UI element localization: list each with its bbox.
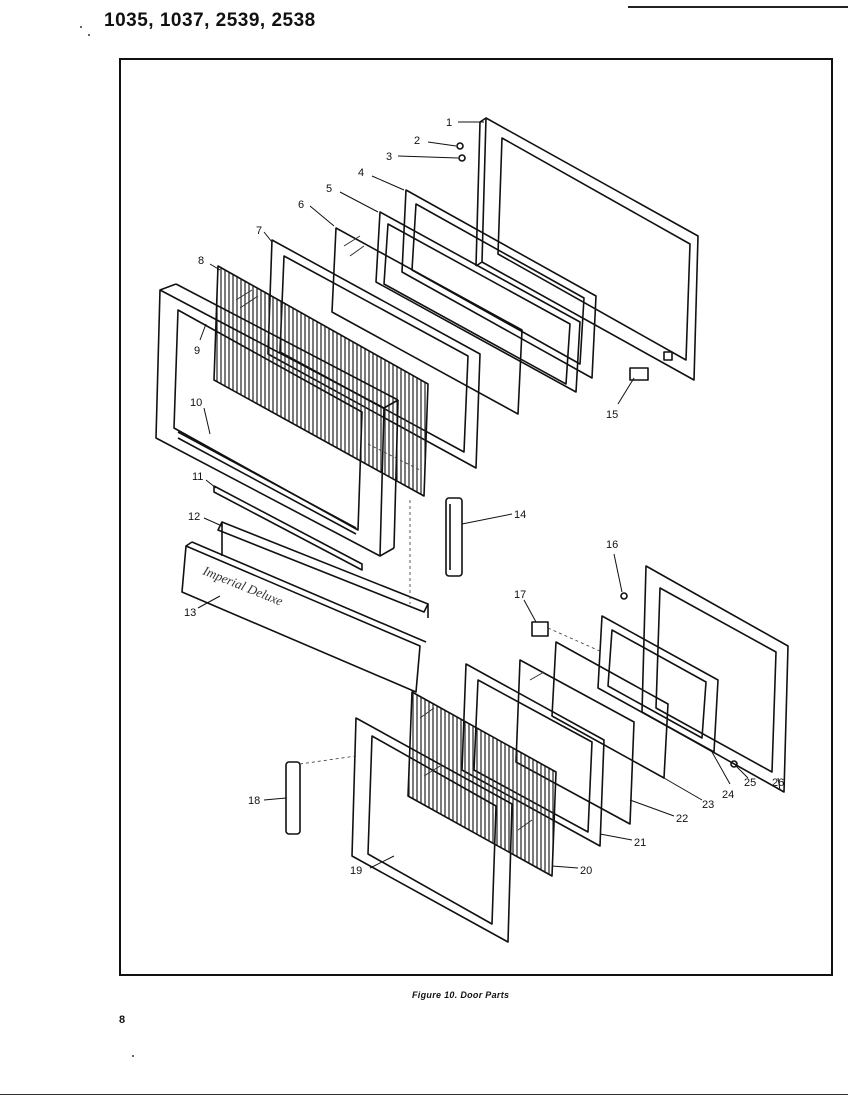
part-8-louvered-screen — [213, 265, 429, 497]
part-5-glass-retainer — [375, 211, 581, 393]
callout-10: 10 — [190, 397, 202, 409]
figure-caption: Figure 10. Door Parts — [412, 990, 510, 1000]
glass-highlights — [235, 235, 545, 831]
callout-20: 20 — [580, 865, 592, 877]
callout-14: 14 — [514, 509, 526, 521]
page-number: 8 — [119, 1014, 126, 1026]
top-rule — [628, 6, 848, 8]
callout-19: 19 — [350, 865, 362, 877]
callout-12: 12 — [188, 511, 200, 523]
part-12-channel — [217, 521, 429, 618]
scan-speck — [132, 1055, 134, 1057]
callout-labels: 1 2 3 4 5 6 7 8 9 10 11 12 13 14 15 16 1… — [184, 117, 784, 877]
callout-1: 1 — [446, 117, 452, 129]
part-14-hinge — [445, 497, 463, 577]
callout-5: 5 — [326, 183, 332, 195]
part-6-inner-glass — [331, 227, 523, 415]
part-13-nameplate-panel — [181, 541, 427, 693]
scan-speck — [88, 34, 90, 36]
part-1-inner-door-panel — [475, 117, 699, 381]
scan-speck — [80, 26, 82, 28]
part-15-latch — [629, 367, 649, 381]
part-9-outer-door-frame — [155, 283, 399, 557]
part-26-lower-inner-panel — [641, 565, 789, 793]
callout-21: 21 — [634, 837, 646, 849]
callout-26: 26 — [772, 777, 784, 789]
part-4-liner-frame — [401, 189, 597, 379]
part-18-lower-hinge — [285, 761, 301, 835]
callout-22: 22 — [676, 813, 688, 825]
callout-7: 7 — [256, 225, 262, 237]
callout-8: 8 — [198, 255, 204, 267]
part-3-screw — [458, 154, 466, 162]
part-11-trim-strip — [213, 485, 363, 571]
part-10-lower-rail — [177, 431, 357, 535]
callout-17: 17 — [514, 589, 526, 601]
callout-15: 15 — [606, 409, 618, 421]
callout-11: 11 — [192, 471, 203, 483]
callout-24: 24 — [722, 789, 734, 801]
callout-16: 16 — [606, 539, 618, 551]
part-22-lower-glass — [515, 659, 635, 825]
part-24-lower-liner-frame — [597, 615, 719, 753]
part-19-lower-outer-frame — [351, 717, 513, 943]
callout-9: 9 — [194, 345, 200, 357]
figure-frame — [119, 58, 833, 976]
callout-13: 13 — [184, 607, 196, 619]
callout-3: 3 — [386, 151, 392, 163]
callout-18: 18 — [248, 795, 260, 807]
model-numbers-header: 1035, 1037, 2539, 2538 — [104, 10, 316, 31]
leader-lines — [197, 121, 781, 869]
callout-6: 6 — [298, 199, 304, 211]
callout-2: 2 — [414, 135, 420, 147]
part-2-screw — [456, 142, 464, 150]
assembly-lines — [299, 443, 603, 765]
callout-25: 25 — [744, 777, 756, 789]
part-17-lower-latch — [531, 621, 549, 637]
part-25-lower-screw — [730, 760, 738, 768]
part-20-lower-louvered-screen — [407, 691, 557, 877]
callout-23: 23 — [702, 799, 714, 811]
callout-4: 4 — [358, 167, 364, 179]
bottom-rule — [0, 1094, 848, 1095]
part-16-lower-screw — [620, 592, 628, 600]
